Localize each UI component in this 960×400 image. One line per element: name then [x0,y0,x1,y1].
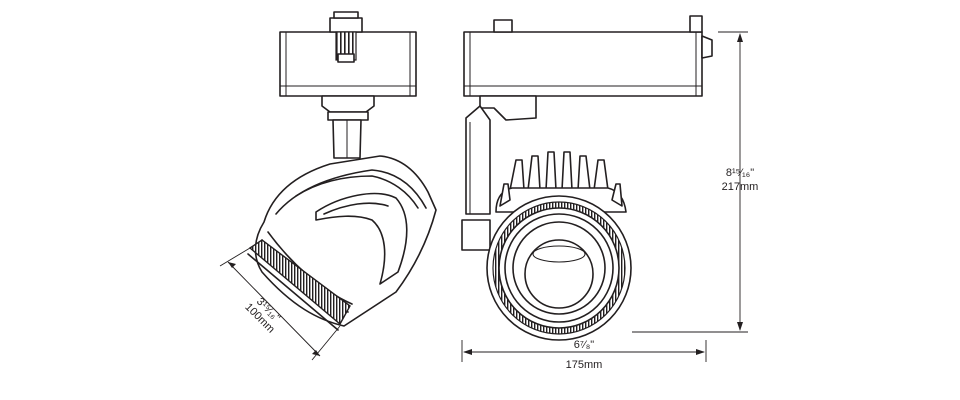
track-adapter-front [463,15,713,97]
height-imperial-label: 8¹⁵⁄₁₆" [726,167,754,179]
width-metric-label: 175mm [566,359,603,371]
width-dimension: 6⁷⁄₈" 175mm [461,339,707,371]
tilted-head [247,155,437,331]
yoke-arm [461,95,537,251]
height-dimension: 8¹⁵⁄₁₆" 217mm [632,31,759,333]
front-view: 8¹⁵⁄₁₆" 217mm 6⁷⁄₈" 175mm [461,15,759,371]
height-metric-label: 217mm [722,181,759,193]
stem [321,95,375,159]
side-view: 3¹⁵⁄₁₆" 100mm [219,11,437,361]
track-adapter [279,11,417,97]
lens-assembly [486,195,632,341]
diameter-dimension: 3¹⁵⁄₁₆" 100mm [219,247,341,361]
width-imperial-label: 6⁷⁄₈" [574,339,594,351]
